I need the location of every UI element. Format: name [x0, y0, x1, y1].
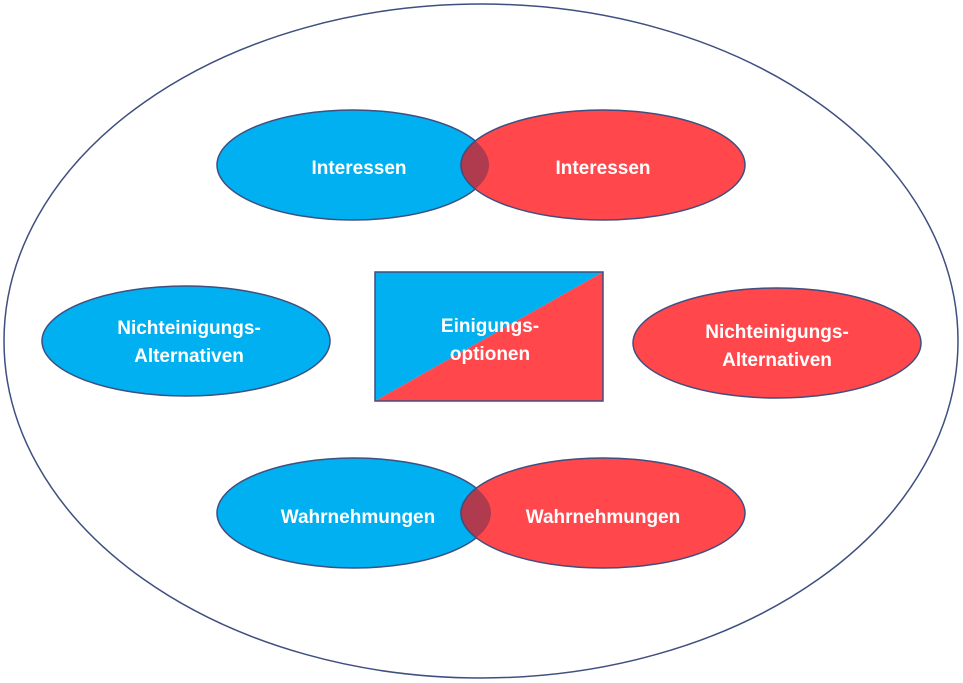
alternatives-left-ellipse — [41, 285, 331, 397]
alternatives-left-label-line1: Nichteinigungs- — [117, 318, 261, 339]
interests-left-label: Interessen — [311, 158, 406, 179]
options-label-line2: optionen — [450, 344, 530, 365]
interests-right-label: Interessen — [555, 158, 650, 179]
alternatives-right-label-line2: Alternativen — [722, 350, 832, 371]
options-rect-border — [374, 271, 604, 402]
alternatives-right-label-line1: Nichteinigungs- — [705, 322, 849, 343]
alternatives-right-ellipse — [632, 287, 922, 399]
perceptions-right-label: Wahrnehmungen — [526, 507, 680, 528]
perceptions-left-label: Wahrnehmungen — [281, 507, 435, 528]
options-label-line1: Einigungs- — [441, 316, 539, 337]
options-rect-right-half — [375, 272, 603, 401]
interests-overlap — [460, 110, 489, 220]
perceptions-overlap — [460, 458, 491, 568]
alternatives-left-label-line2: Alternativen — [134, 346, 244, 367]
